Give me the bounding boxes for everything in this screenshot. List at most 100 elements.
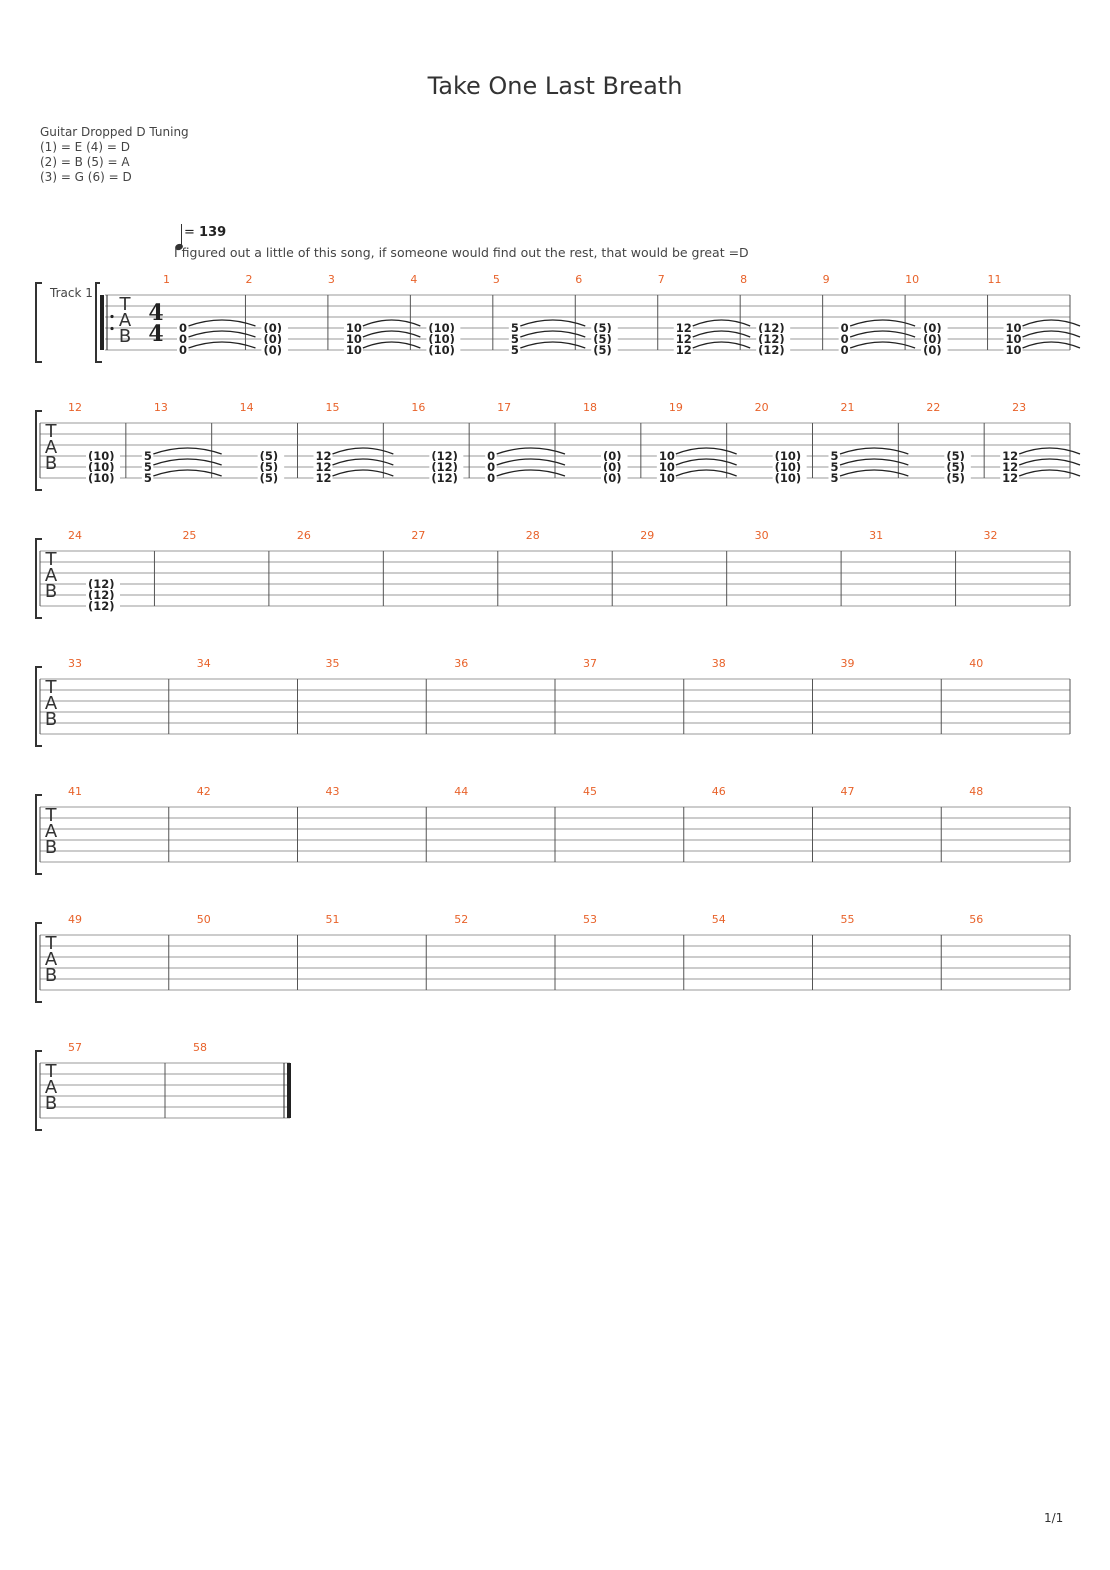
- tab-note: 5: [831, 449, 839, 463]
- tie-arc: [1018, 469, 1081, 477]
- tie-arc: [849, 330, 916, 338]
- measure-number: 42: [197, 785, 211, 798]
- time-signature-bottom: 4: [148, 321, 163, 347]
- tab-note: (10): [428, 321, 455, 335]
- measure-number: 34: [197, 657, 211, 670]
- tab-note: (0): [603, 471, 622, 485]
- tab-note: 5: [144, 460, 152, 474]
- tab-note: (10): [88, 460, 115, 474]
- note-background: [141, 472, 154, 483]
- page-number: 1/1: [1044, 1511, 1064, 1525]
- tab-note: 0: [179, 332, 187, 346]
- note-background: [591, 322, 618, 333]
- tab-note: (12): [88, 599, 115, 613]
- measure-number: 38: [712, 657, 726, 670]
- tie-arc: [153, 458, 222, 466]
- score-comment: I figured out a little of this song, if …: [174, 245, 749, 260]
- note-background: [261, 322, 288, 333]
- measure-number: 36: [454, 657, 468, 670]
- note-background: [838, 333, 851, 344]
- note-background: [828, 450, 840, 461]
- measure-number: 47: [841, 785, 855, 798]
- tie-arc: [188, 341, 256, 349]
- measure-number: 54: [712, 913, 726, 926]
- note-background: [177, 322, 189, 333]
- measure-number: 52: [454, 913, 468, 926]
- tab-note: (0): [263, 321, 282, 335]
- note-background: [772, 461, 807, 472]
- measure-number: 19: [669, 401, 683, 414]
- tab-note: (5): [593, 332, 612, 346]
- note-background: [828, 461, 840, 472]
- tab-clef-letter: B: [45, 581, 57, 602]
- tie-arc: [1022, 319, 1081, 327]
- measure-number: 8: [740, 273, 747, 286]
- measure-number: 2: [245, 273, 252, 286]
- note-background: [508, 344, 521, 355]
- tab-note: (12): [431, 460, 458, 474]
- measure-number: 22: [926, 401, 940, 414]
- system-bracket: [95, 282, 102, 363]
- tie-arc: [153, 447, 222, 455]
- measure-number: 7: [658, 273, 665, 286]
- tuning-line: (3) = G (6) = D: [40, 170, 132, 184]
- measure-number: 23: [1012, 401, 1026, 414]
- tie-arc: [839, 469, 909, 477]
- tab-note: (0): [263, 332, 282, 346]
- tab-note: 5: [831, 471, 839, 485]
- tab-clef-letter: T: [45, 933, 58, 954]
- note-background: [86, 472, 120, 483]
- measure-number: 35: [326, 657, 340, 670]
- tab-note: 0: [841, 321, 849, 335]
- note-background: [656, 461, 676, 472]
- song-title: Take One Last Breath: [427, 72, 683, 100]
- system-bracket: [35, 922, 42, 1003]
- note-background: [257, 472, 285, 483]
- note-background: [313, 472, 333, 483]
- tie-arc: [496, 469, 566, 477]
- tab-clef-letter: B: [45, 965, 57, 986]
- tab-clef-letter: A: [45, 1077, 58, 1098]
- measure-number: 9: [823, 273, 830, 286]
- tempo-equals: =: [184, 225, 200, 240]
- tie-arc: [332, 458, 394, 466]
- tab-clef-letter: T: [45, 549, 58, 570]
- tie-arc: [1018, 447, 1081, 455]
- tab-note: (10): [775, 460, 802, 474]
- tab-note: (0): [923, 332, 942, 346]
- tuning-line: (1) = E (4) = D: [40, 140, 130, 154]
- tie-arc: [520, 341, 586, 349]
- tie-arc: [332, 469, 394, 477]
- tab-note: 10: [346, 343, 362, 357]
- tie-arc: [839, 447, 909, 455]
- measure-number: 28: [526, 529, 540, 542]
- note-background: [944, 450, 971, 461]
- measure-number: 56: [969, 913, 983, 926]
- tie-arc: [362, 319, 421, 327]
- tab-clef-letter: T: [45, 1061, 58, 1082]
- note-background: [591, 333, 618, 344]
- note-background: [756, 344, 791, 355]
- measure-number: 31: [869, 529, 883, 542]
- note-background: [1003, 333, 1023, 344]
- tie-arc: [692, 319, 751, 327]
- note-background: [261, 333, 288, 344]
- tab-note: (0): [603, 449, 622, 463]
- tab-clef-letter: A: [45, 437, 58, 458]
- tie-arc: [188, 319, 256, 327]
- tab-clef-letter: A: [45, 821, 58, 842]
- tab-note: (12): [758, 321, 785, 335]
- tab-note: (10): [88, 449, 115, 463]
- note-background: [313, 450, 333, 461]
- tie-arc: [153, 469, 222, 477]
- tab-note: 12: [1002, 449, 1018, 463]
- system-bracket: [35, 794, 42, 875]
- note-background: [673, 322, 693, 333]
- tuning-info: Guitar Dropped D Tuning (1) = E (4) = D …: [40, 125, 189, 185]
- tab-note: (5): [260, 471, 279, 485]
- note-background: [86, 600, 120, 611]
- tab-note: 12: [676, 343, 692, 357]
- tab-note: (10): [775, 471, 802, 485]
- tab-clef-letter: T: [45, 421, 58, 442]
